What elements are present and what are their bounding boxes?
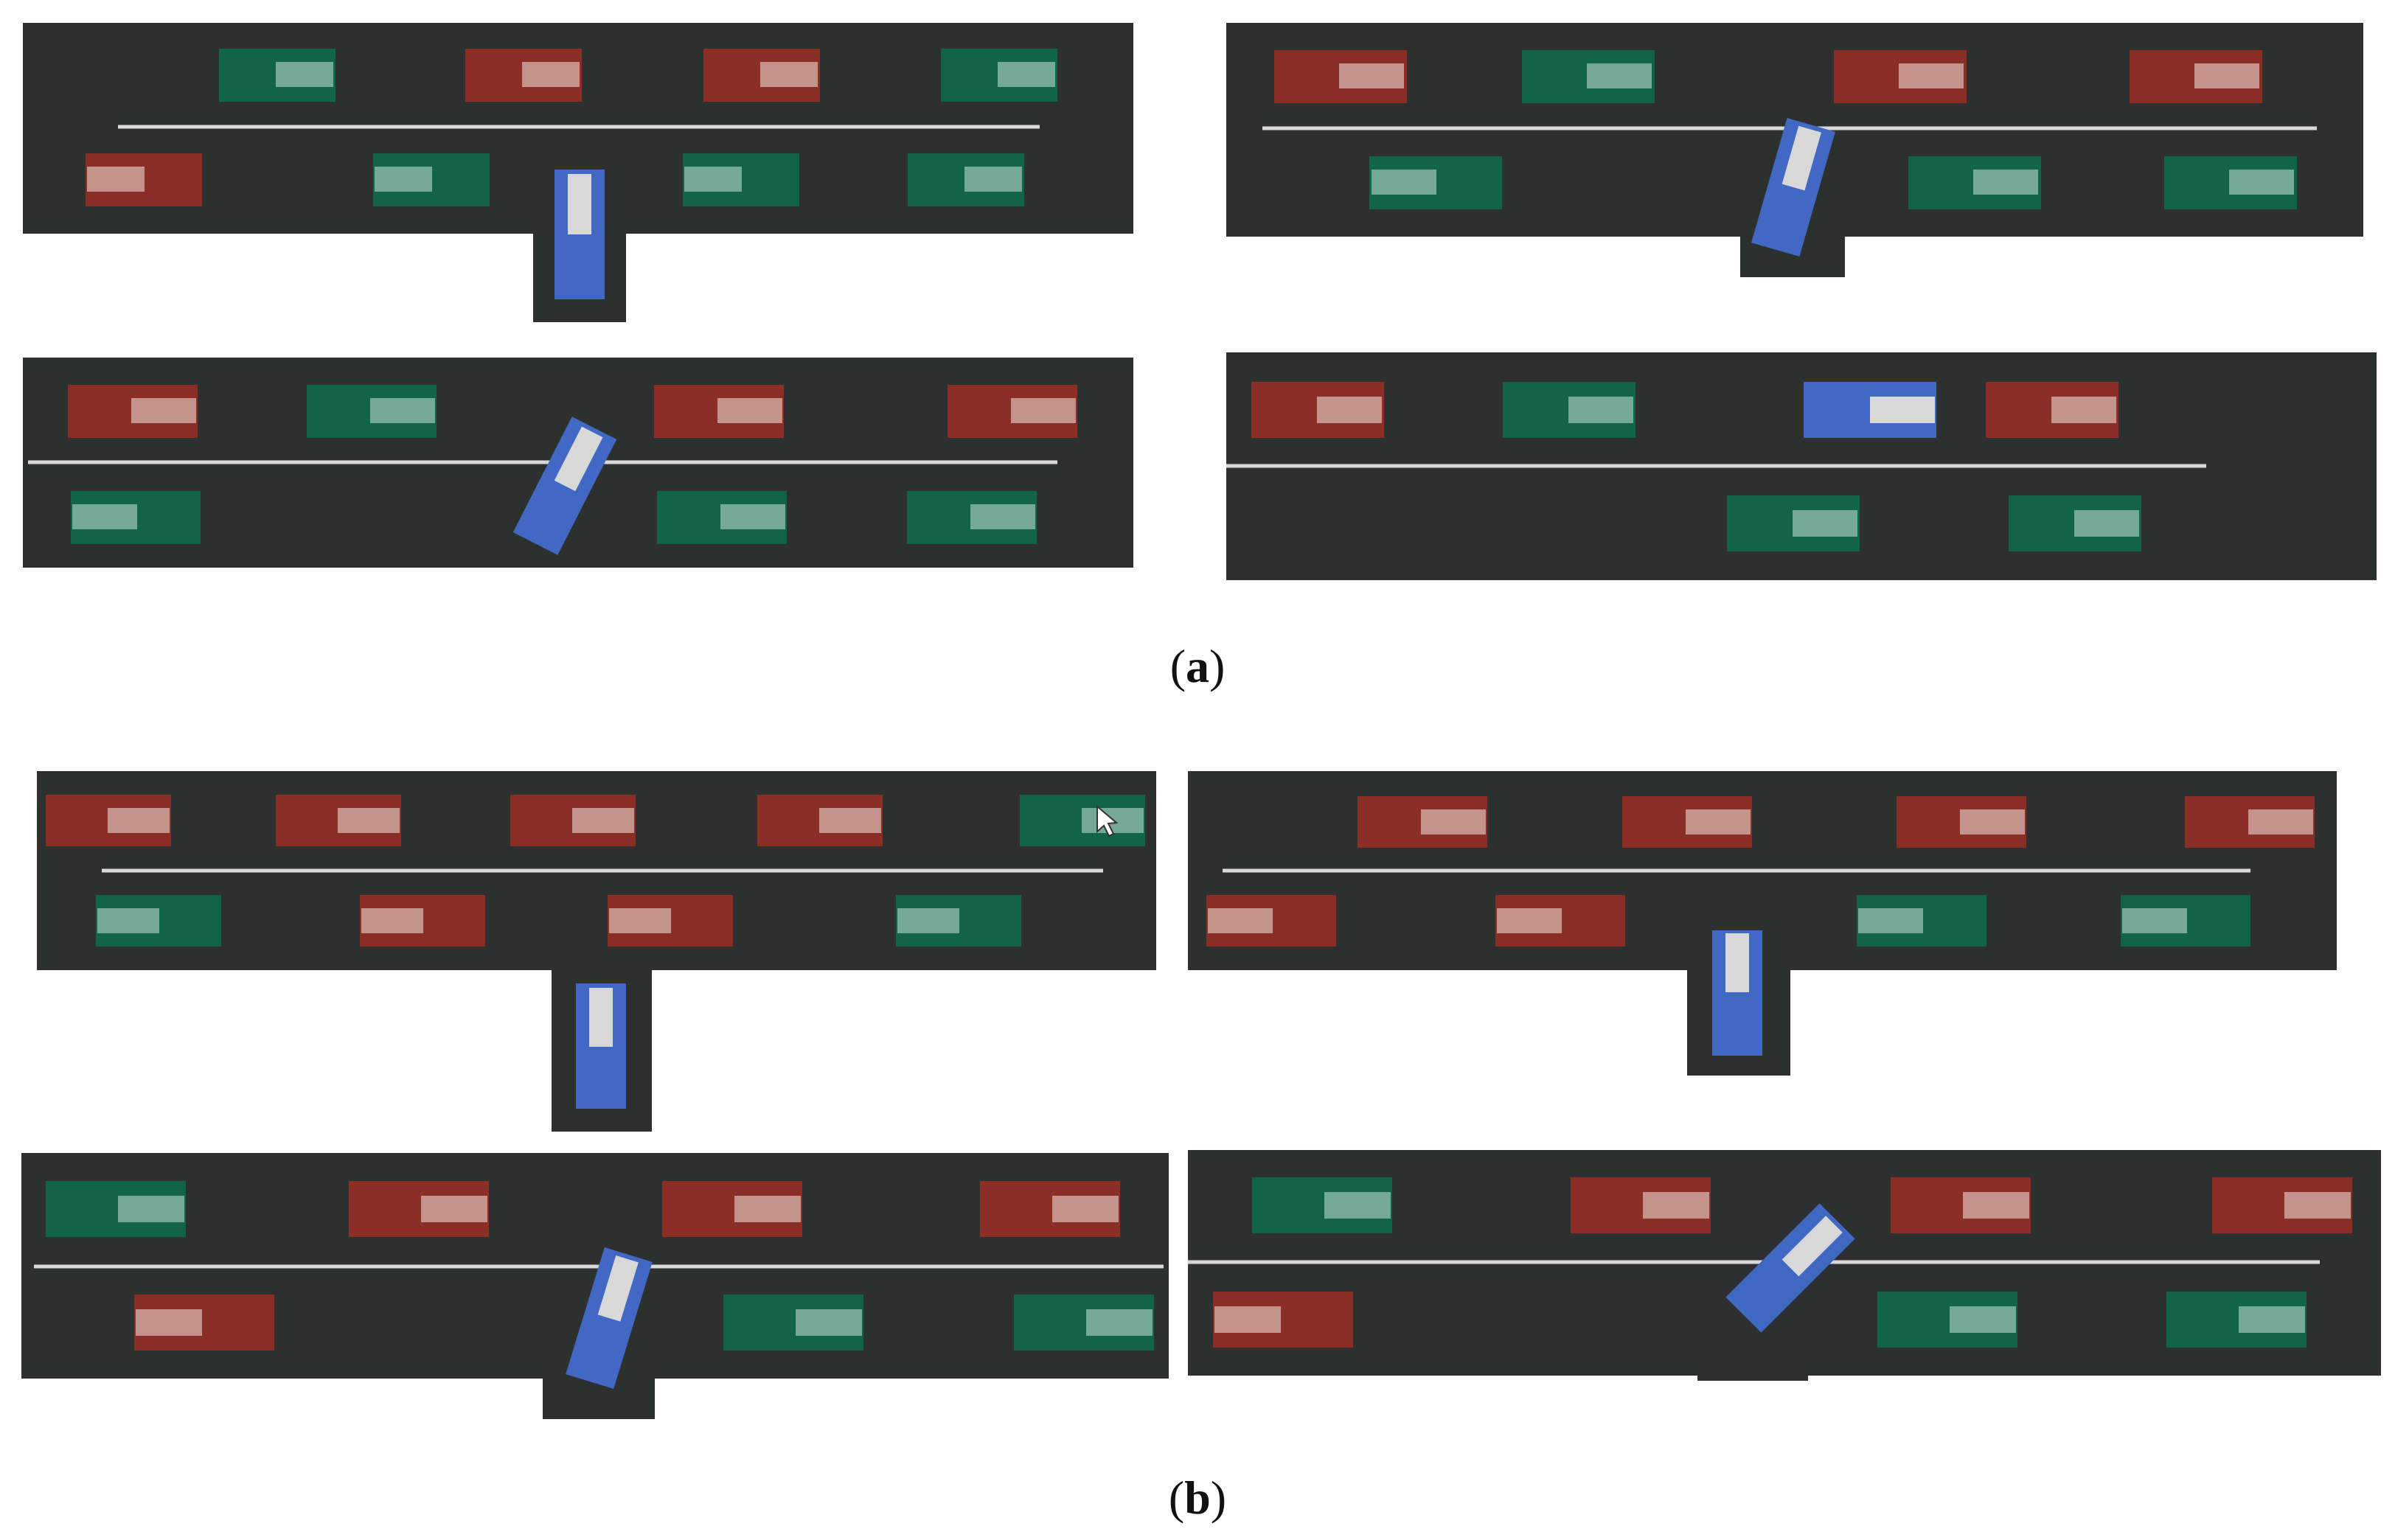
obstacle-car-red	[1206, 895, 1336, 947]
obstacle-car-red	[349, 1181, 489, 1237]
obstacle-car-red	[276, 795, 401, 846]
obstacle-car-green	[2166, 1292, 2307, 1348]
obstacle-car-red	[980, 1181, 1120, 1237]
ego-vehicle-blue	[555, 170, 605, 299]
obstacle-car-red	[1986, 382, 2118, 438]
obstacle-car-red	[2130, 50, 2262, 103]
obstacle-car-green	[723, 1295, 863, 1351]
obstacle-car-red	[1358, 796, 1487, 848]
obstacle-car-green	[1020, 795, 1145, 846]
panel-a1	[23, 23, 1133, 322]
obstacle-car-red	[2212, 1177, 2352, 1233]
obstacle-car-green	[907, 491, 1037, 544]
subfigure-label-a: (a)	[0, 640, 2395, 693]
obstacle-car-red	[1251, 382, 1384, 438]
obstacle-car-green	[2009, 495, 2141, 551]
ego-vehicle-blue	[1712, 930, 1762, 1056]
panel-b3	[21, 1153, 1169, 1419]
ego-vehicle-blue	[1725, 1203, 1855, 1333]
obstacle-car-green	[1369, 156, 1502, 209]
obstacle-car-red	[703, 49, 820, 102]
obstacle-car-green	[1877, 1292, 2017, 1348]
obstacle-car-green	[373, 153, 490, 206]
obstacle-car-red	[465, 49, 582, 102]
obstacle-car-red	[2185, 796, 2315, 848]
obstacle-car-red	[1274, 50, 1407, 103]
panel-b4	[1188, 1150, 2381, 1381]
obstacle-car-red	[654, 385, 784, 438]
ego-vehicle-blue	[576, 983, 626, 1109]
panel-b1	[37, 771, 1156, 1132]
ego-vehicle-blue	[1804, 382, 1936, 438]
obstacle-car-green	[941, 49, 1057, 102]
parking-bay	[1697, 1375, 1808, 1381]
ego-vehicle-blue	[566, 1247, 653, 1390]
label-paren-open: (	[1168, 1471, 1185, 1524]
obstacle-car-red	[1571, 1177, 1711, 1233]
panel-a3	[23, 358, 1133, 568]
obstacle-car-green	[1503, 382, 1636, 438]
obstacle-car-green	[219, 49, 336, 102]
panel-a2	[1226, 23, 2363, 277]
obstacle-car-red	[360, 895, 485, 947]
obstacle-car-green	[46, 1181, 186, 1237]
obstacle-car-red	[757, 795, 883, 846]
cursor-arrow-icon	[1096, 804, 1119, 837]
obstacle-car-green	[683, 153, 799, 206]
obstacle-car-red	[46, 795, 171, 846]
obstacle-car-green	[896, 895, 1021, 947]
label-paren-close: )	[1210, 1471, 1227, 1524]
obstacle-car-red	[1495, 895, 1625, 947]
obstacle-car-green	[1908, 156, 2041, 209]
obstacle-car-red	[1891, 1177, 2031, 1233]
obstacle-car-green	[1014, 1295, 1154, 1351]
obstacle-car-red	[948, 385, 1077, 438]
label-paren-open: (	[1169, 640, 1186, 692]
obstacle-car-red	[86, 153, 202, 206]
subfigure-label-b: (b)	[0, 1471, 2395, 1525]
obstacle-car-red	[510, 795, 636, 846]
obstacle-car-red	[662, 1181, 802, 1237]
panel-b2	[1188, 771, 2337, 1076]
obstacle-car-green	[307, 385, 437, 438]
panel-a4	[1226, 352, 2377, 580]
label-letter: b	[1184, 1471, 1211, 1524]
obstacle-car-green	[71, 491, 201, 544]
obstacle-car-red	[134, 1295, 274, 1351]
obstacle-car-red	[1213, 1292, 1353, 1348]
obstacle-car-green	[908, 153, 1024, 206]
obstacle-car-green	[2164, 156, 2297, 209]
obstacle-car-red	[1834, 50, 1967, 103]
label-letter: a	[1186, 640, 1209, 692]
obstacle-car-red	[1897, 796, 2026, 848]
obstacle-car-red	[68, 385, 198, 438]
obstacle-car-red	[608, 895, 733, 947]
obstacle-car-red	[1622, 796, 1752, 848]
ego-vehicle-blue	[512, 417, 617, 555]
obstacle-car-green	[1522, 50, 1655, 103]
obstacle-car-green	[1857, 895, 1986, 947]
parking-bay	[543, 1378, 655, 1419]
ego-vehicle-blue	[1751, 118, 1835, 257]
obstacle-car-green	[1727, 495, 1860, 551]
obstacle-car-green	[96, 895, 221, 947]
obstacle-car-green	[2121, 895, 2250, 947]
obstacle-car-green	[1252, 1177, 1392, 1233]
label-paren-close: )	[1209, 640, 1226, 692]
obstacle-car-green	[657, 491, 787, 544]
